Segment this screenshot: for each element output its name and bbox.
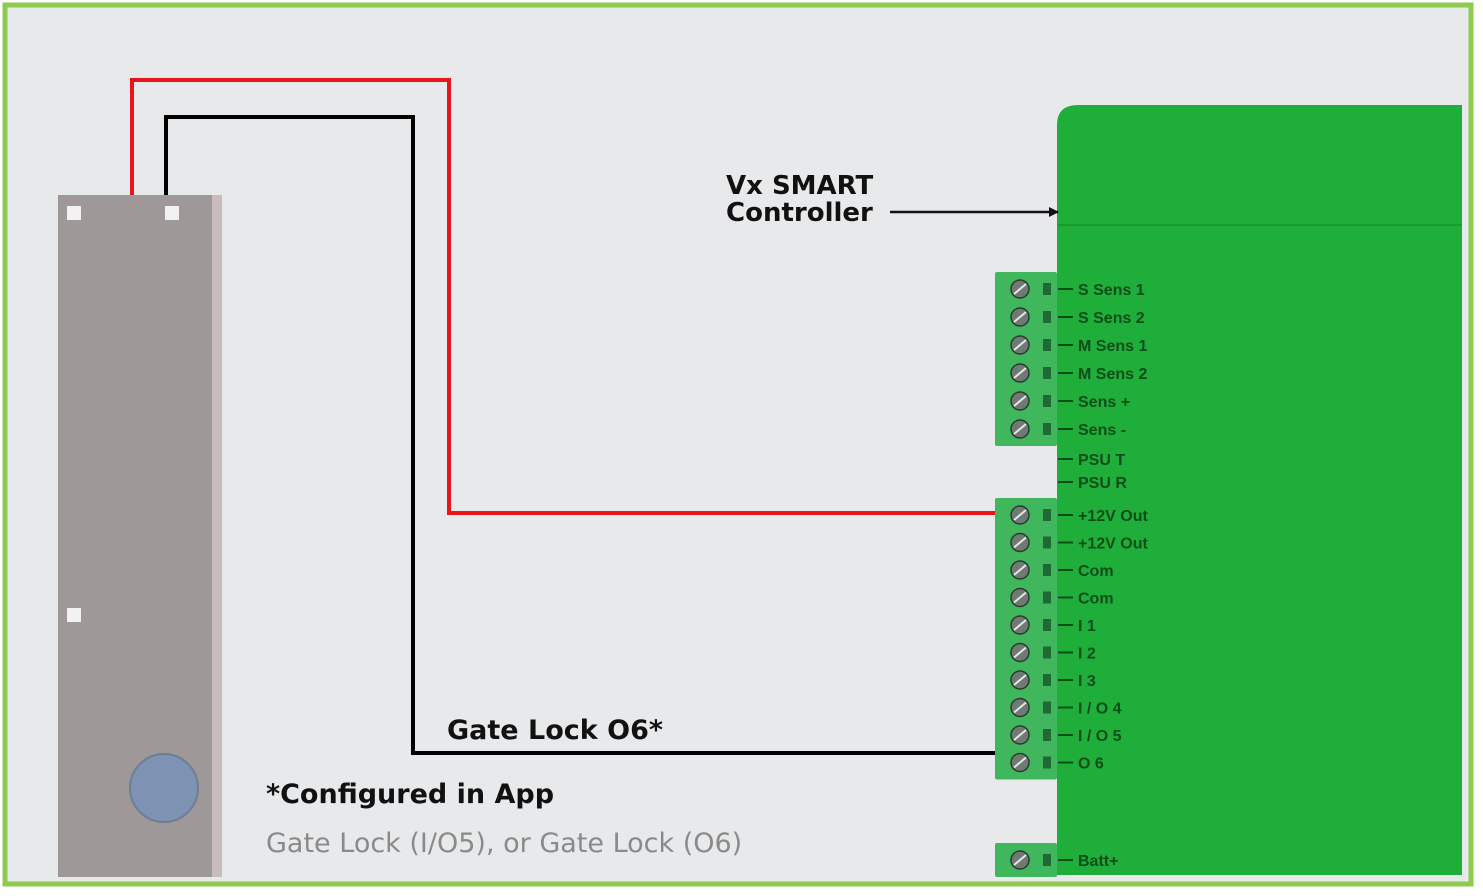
terminal-screw-slot — [1013, 674, 1027, 686]
terminal-screw-slot — [1013, 283, 1027, 295]
terminal-screw-slot — [1013, 729, 1027, 741]
terminal-label: M Sens 1 — [1078, 338, 1147, 355]
black-wire — [164, 115, 996, 755]
terminal-pin — [1043, 591, 1051, 604]
terminal-label: PSU R — [1078, 475, 1127, 492]
terminal-pin — [1043, 311, 1051, 323]
terminal-label: I 1 — [1078, 618, 1096, 635]
terminal-screw-slot — [1013, 701, 1027, 714]
terminal-label: I 2 — [1078, 646, 1096, 663]
terminal-pin — [1043, 701, 1051, 714]
terminal-label: I / O 4 — [1078, 701, 1122, 718]
terminal-screw-slot — [1013, 311, 1027, 323]
terminal-label: I 3 — [1078, 673, 1096, 690]
terminal-pin — [1043, 509, 1051, 521]
controller-board — [1057, 105, 1462, 875]
terminal-screw-slot — [1013, 509, 1027, 521]
terminal-screw-slot — [1013, 536, 1027, 549]
terminal-strip: S Sens 1 S Sens 2 M Sens 1 M Sens 2 Sens + Se… — [995, 272, 1148, 877]
terminal-screw-slot — [1013, 367, 1027, 379]
lock-edge — [212, 195, 222, 877]
vx-smart-controller: S Sens 1 S Sens 2 M Sens 1 M Sens 2 Sens + Se… — [995, 105, 1462, 877]
terminal-label: Sens - — [1078, 422, 1126, 439]
terminal-screw-slot — [1013, 423, 1027, 435]
lock-button-icon — [129, 753, 199, 823]
terminal-pin — [1043, 395, 1051, 407]
terminal-screw-slot — [1013, 756, 1027, 769]
terminal-label: +12V Out — [1078, 508, 1148, 525]
note-detail: Gate Lock (I/O5), or Gate Lock (O6) — [266, 828, 742, 859]
terminal-pin — [1043, 619, 1051, 631]
terminal-screw-slot — [1013, 395, 1027, 407]
terminal-label: M Sens 2 — [1078, 366, 1147, 383]
terminal-pin — [1043, 339, 1051, 351]
terminal-pin — [1043, 536, 1051, 549]
terminal-pin — [1043, 564, 1051, 576]
terminal-label: I / O 5 — [1078, 728, 1122, 745]
terminal-label: PSU T — [1078, 452, 1125, 469]
terminal-pin — [1043, 646, 1051, 659]
terminal-pin — [1043, 854, 1051, 866]
gate-lock-device — [58, 195, 222, 877]
terminal-screw-slot — [1013, 339, 1027, 351]
terminal-screw-slot — [1013, 619, 1027, 631]
controller-label-line2: Controller — [726, 198, 873, 228]
terminal-pin — [1043, 674, 1051, 686]
lock-body — [58, 195, 220, 877]
wire-label: Gate Lock O6* — [447, 715, 663, 746]
note-heading: *Configured in App — [266, 779, 554, 810]
terminal-pin — [1043, 729, 1051, 741]
terminal-label: S Sens 2 — [1078, 310, 1145, 327]
terminal-label: Batt+ — [1078, 853, 1118, 870]
terminal-label: +12V Out — [1078, 536, 1148, 553]
terminal-label: Com — [1078, 563, 1114, 580]
terminal-screw-slot — [1013, 854, 1027, 866]
terminal-pin — [1043, 756, 1051, 769]
red-wire — [130, 78, 996, 515]
controller-label-line1: Vx SMART — [726, 171, 874, 201]
terminal-screw-slot — [1013, 564, 1027, 576]
lock-screw-icon — [67, 206, 81, 220]
lock-screw-icon — [165, 206, 179, 220]
terminal-label: S Sens 1 — [1078, 282, 1145, 299]
terminal-block — [995, 272, 1057, 446]
terminal-screw-slot — [1013, 646, 1027, 659]
terminal-label: Com — [1078, 591, 1114, 608]
lock-screw-icon — [67, 608, 81, 622]
terminal-label: O 6 — [1078, 756, 1104, 773]
terminal-pin — [1043, 423, 1051, 435]
terminal-screw-slot — [1013, 591, 1027, 604]
terminal-label: Sens + — [1078, 394, 1130, 411]
terminal-pin — [1043, 283, 1051, 295]
terminal-pin — [1043, 367, 1051, 379]
